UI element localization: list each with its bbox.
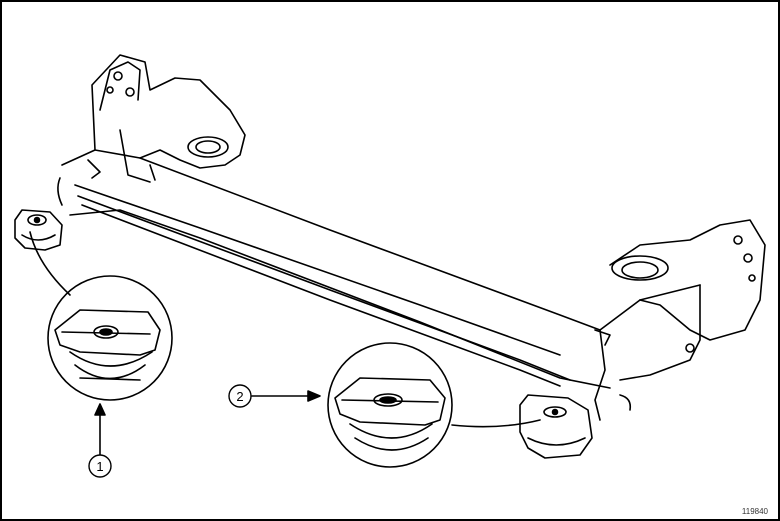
left-mounting-bracket	[87, 54, 246, 183]
callout-arrow-1	[94, 403, 106, 456]
callout-label-1: 1	[96, 459, 103, 474]
callout-1: 1	[88, 454, 112, 478]
detail-circle-1	[47, 275, 173, 401]
leader-line-1	[29, 231, 71, 296]
leader-line-2	[451, 419, 541, 428]
right-mounting-bracket	[594, 219, 766, 421]
detail-view-2	[327, 342, 541, 468]
detail-view-1	[29, 231, 173, 401]
bracket-hole	[187, 136, 229, 158]
callout-label-2: 2	[236, 389, 243, 404]
callout-2: 2	[228, 384, 252, 408]
bracket-hole-right	[611, 255, 669, 281]
detail-circle-2	[327, 342, 453, 468]
left-bush-mount	[14, 209, 63, 251]
right-bush-mount	[519, 394, 593, 459]
figure-reference-code: 119840	[741, 507, 768, 516]
cross-beam	[57, 149, 701, 389]
callout-arrow-2	[251, 390, 321, 402]
